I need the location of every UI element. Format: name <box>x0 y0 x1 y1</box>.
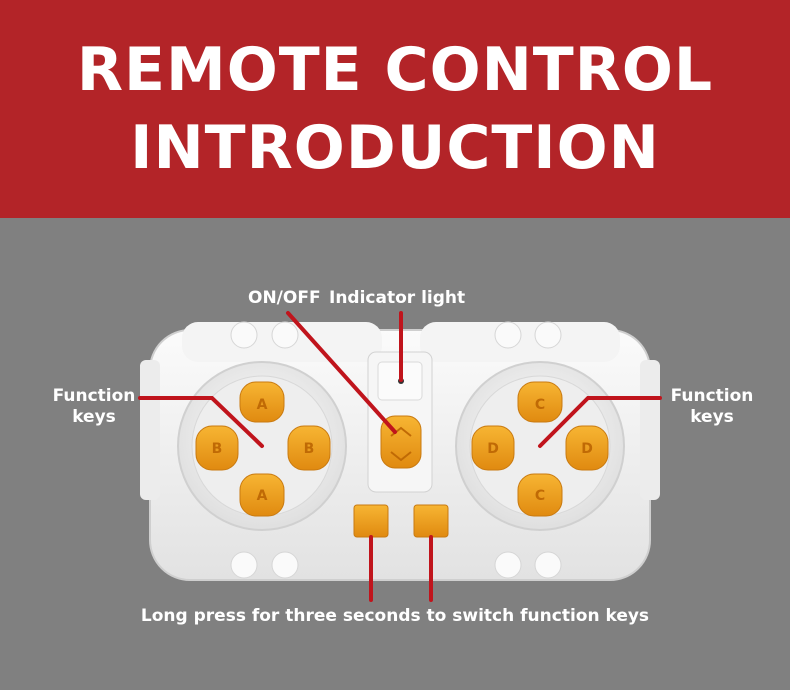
left-key-bottom[interactable]: A <box>239 473 285 517</box>
stud-top-right-1 <box>494 321 522 349</box>
label-function-keys-right-line1: Function <box>670 386 754 406</box>
right-key-left-label: D <box>487 441 499 457</box>
right-key-bottom[interactable]: C <box>517 473 563 517</box>
header-banner: REMOTE CONTROL INTRODUCTION <box>0 0 790 218</box>
stud-bottom-right-2 <box>534 551 562 579</box>
stud-bottom-right-1 <box>494 551 522 579</box>
left-key-right[interactable]: B <box>287 425 331 471</box>
left-key-left[interactable]: B <box>195 425 239 471</box>
callout-lines <box>138 311 662 602</box>
stud-top-left-1 <box>230 321 258 349</box>
right-key-left[interactable]: D <box>471 425 515 471</box>
callout-line-on-off <box>286 311 397 434</box>
label-function-keys-right: Function keys <box>664 386 760 428</box>
label-indicator-light: Indicator light <box>329 288 466 308</box>
left-key-top-label: A <box>257 397 268 413</box>
page-title-line-1: REMOTE CONTROL <box>76 35 714 105</box>
left-key-bottom-label: A <box>257 488 268 504</box>
stud-bottom-left-2 <box>271 551 299 579</box>
stud-bottom-left-1 <box>230 551 258 579</box>
mode-switch-button-left[interactable] <box>353 504 389 538</box>
right-key-bottom-label: C <box>535 488 545 504</box>
right-key-right-label: D <box>581 441 593 457</box>
label-on-off: ON/OFF <box>248 288 321 308</box>
page-title-line-2: INTRODUCTION <box>130 113 660 183</box>
stud-top-right-2 <box>534 321 562 349</box>
right-key-top[interactable]: C <box>517 381 563 423</box>
label-function-keys-left-line1: Function <box>52 386 136 406</box>
right-key-right[interactable]: D <box>565 425 609 471</box>
callout-line-function-right <box>538 396 662 448</box>
mode-switch-button-right[interactable] <box>413 504 449 538</box>
right-key-top-label: C <box>535 397 545 413</box>
callout-line-function-left <box>138 396 264 448</box>
left-key-right-label: B <box>304 441 315 457</box>
label-function-keys-right-line2: keys <box>690 407 734 427</box>
label-long-press: Long press for three seconds to switch f… <box>140 606 650 626</box>
label-function-keys-left-line2: keys <box>72 407 116 427</box>
left-key-top[interactable]: A <box>239 381 285 423</box>
label-function-keys-left: Function keys <box>46 386 142 428</box>
left-key-left-label: B <box>212 441 223 457</box>
stud-top-left-2 <box>271 321 299 349</box>
